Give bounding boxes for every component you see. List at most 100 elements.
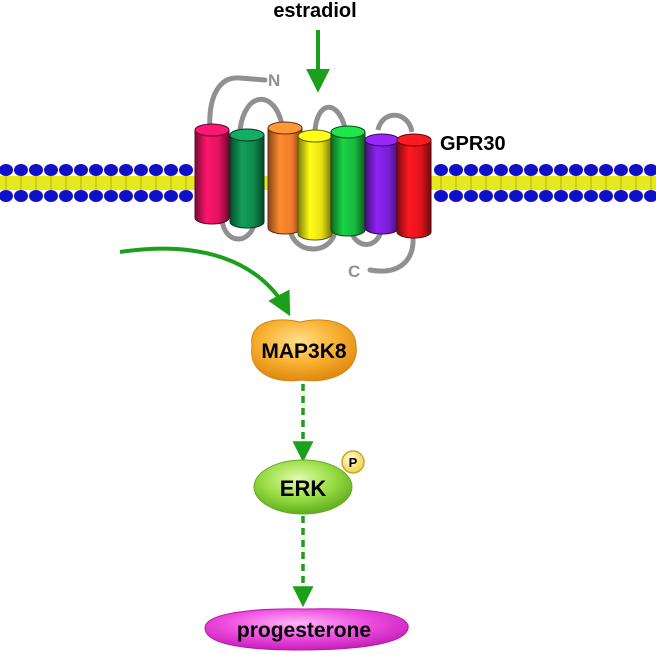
- map3k8-label: MAP3K8: [261, 340, 347, 363]
- phospholipid-head: [614, 190, 628, 202]
- helix-body: [229, 134, 265, 229]
- phospholipid-head: [44, 164, 58, 176]
- phospholipid-head: [89, 190, 103, 202]
- map3k8-shape: [251, 319, 357, 382]
- phospholipid-head: [614, 164, 628, 176]
- helix-tm7: [396, 133, 432, 239]
- helix-body: [364, 139, 400, 235]
- helix-body: [330, 131, 366, 237]
- helix-tm6: [364, 133, 400, 235]
- cell-membrane: [0, 164, 656, 202]
- extracellular-loop-1: [237, 96, 285, 131]
- phosphate-label: P: [349, 455, 358, 470]
- phospholipid-head: [119, 164, 133, 176]
- phospholipid-head: [494, 164, 508, 176]
- phospholipid-head: [599, 190, 613, 202]
- phospholipid-head: [0, 190, 13, 202]
- phospholipid-head: [0, 164, 13, 176]
- phospholipid-head: [449, 190, 463, 202]
- phospholipid-head: [29, 164, 43, 176]
- phosphate-circle: [341, 450, 365, 474]
- helix-cap: [267, 121, 303, 135]
- helix-body: [297, 135, 333, 241]
- phospholipid-head: [14, 164, 28, 176]
- progesterone-shape: [204, 608, 409, 651]
- phospholipid-head: [149, 164, 163, 176]
- phospholipid-head: [584, 190, 598, 202]
- phospholipid-head: [134, 164, 148, 176]
- progesterone-node: progesterone: [204, 608, 409, 651]
- phospholipid-head: [59, 164, 73, 176]
- helix-tm4: [297, 129, 333, 241]
- n-terminus-tail: [207, 75, 268, 133]
- phospholipid-head: [74, 164, 88, 176]
- phospholipid-head: [464, 164, 478, 176]
- gpr30-receptor: [194, 75, 432, 274]
- phospholipid-head: [89, 164, 103, 176]
- phospholipid-head: [584, 164, 598, 176]
- helix-body: [267, 127, 303, 235]
- phospholipid-head: [539, 164, 553, 176]
- extracellular-loop-2: [312, 104, 348, 131]
- intracellular-loop-2: [287, 229, 338, 252]
- estradiol-label: estradiol: [273, 0, 356, 22]
- phospholipid-head: [554, 164, 568, 176]
- phospholipid-head: [479, 190, 493, 202]
- phospholipid-head: [539, 190, 553, 202]
- helix-body: [194, 129, 230, 225]
- phospholipid-head: [179, 190, 193, 202]
- phospholipid-head: [14, 190, 28, 202]
- phospholipid-head: [74, 190, 88, 202]
- phospholipid-head: [434, 190, 448, 202]
- c-terminus-label: C: [348, 262, 360, 281]
- helix-cap: [297, 129, 333, 143]
- phospholipid-head: [629, 164, 643, 176]
- n-terminus-label: N: [268, 71, 280, 90]
- phospholipid-head: [569, 164, 583, 176]
- membrane-heads-outer: [0, 164, 656, 176]
- phospholipid-head: [149, 190, 163, 202]
- helix-cap: [330, 125, 366, 139]
- helix-body: [396, 139, 432, 239]
- membrane-tails: [5, 176, 652, 190]
- phospholipid-head: [644, 164, 656, 176]
- gpr30-label: GPR30: [440, 133, 506, 155]
- phospholipid-head: [164, 190, 178, 202]
- phospholipid-head: [59, 190, 73, 202]
- phospholipid-head: [524, 164, 538, 176]
- phospholipid-head: [524, 190, 538, 202]
- helix-tm2: [229, 128, 265, 229]
- helix-tm1: [194, 123, 230, 225]
- phospholipid-head: [119, 190, 133, 202]
- phospholipid-head: [509, 190, 523, 202]
- phospholipid-head: [479, 164, 493, 176]
- phospholipid-head: [464, 190, 478, 202]
- transmembrane-helices: [194, 121, 432, 241]
- phospholipid-head: [449, 164, 463, 176]
- extracellular-loop-3: [375, 112, 415, 133]
- phospholipid-head: [44, 190, 58, 202]
- erk-shape: [253, 459, 353, 515]
- phosphate-badge: P: [341, 450, 365, 474]
- helix-cap: [396, 133, 432, 147]
- helix-cap: [194, 123, 230, 137]
- helix-cap: [364, 133, 400, 147]
- helix-cap: [229, 128, 265, 142]
- gpr30-to-map3k8-arrow: [119, 246, 291, 317]
- progesterone-label: progesterone: [237, 619, 371, 642]
- phospholipid-head: [629, 190, 643, 202]
- helix-tm3: [267, 121, 303, 235]
- erk-label: ERK: [280, 476, 327, 501]
- phospholipid-head: [599, 164, 613, 176]
- phospholipid-head: [434, 164, 448, 176]
- phospholipid-head: [494, 190, 508, 202]
- phospholipid-head: [104, 164, 118, 176]
- phospholipid-head: [179, 164, 193, 176]
- phospholipid-head: [509, 164, 523, 176]
- helix-tm5: [330, 125, 366, 237]
- phospholipid-head: [644, 190, 656, 202]
- phospholipid-head: [104, 190, 118, 202]
- erk-node: ERK: [253, 459, 353, 515]
- membrane-heads-inner: [0, 190, 656, 202]
